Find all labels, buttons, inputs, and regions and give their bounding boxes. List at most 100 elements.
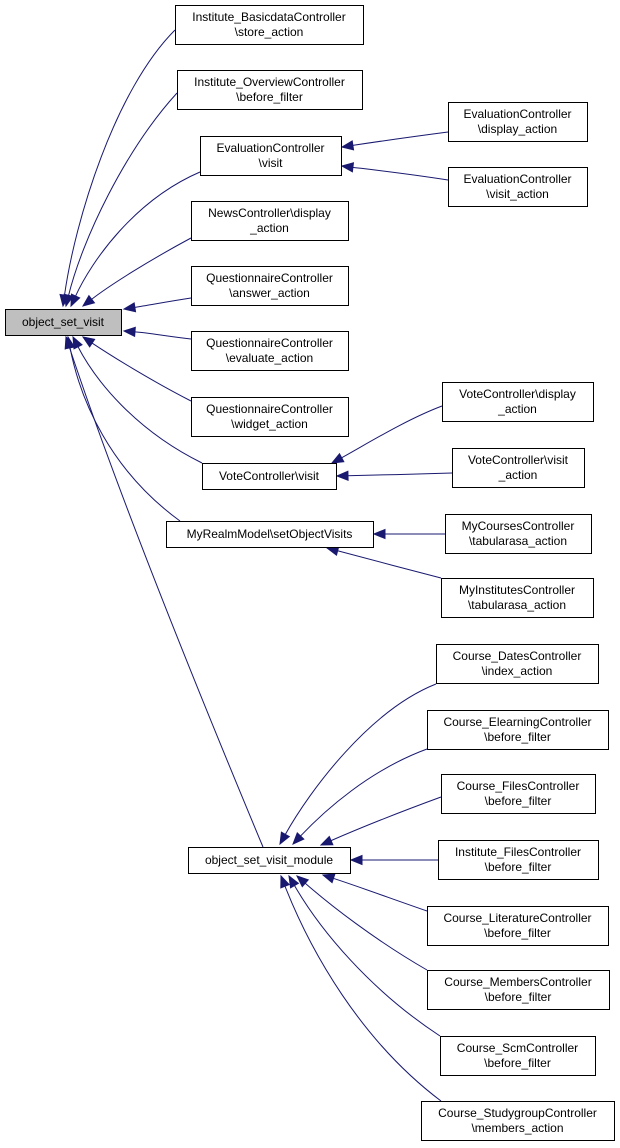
edge-arrowhead — [349, 854, 363, 866]
node-box — [436, 644, 599, 684]
edge-line — [284, 683, 437, 836]
node-label-line: QuestionnaireController — [206, 402, 333, 416]
node-label-line: Institute_OverviewController — [194, 75, 345, 89]
edge-line — [332, 877, 428, 912]
node-box — [427, 906, 609, 946]
edge-line — [77, 345, 203, 464]
edge-vote_visit_action-to-vote_visit — [335, 470, 453, 481]
edge-line — [336, 550, 442, 579]
edge-news_display-to-root — [81, 237, 192, 307]
node-label-line: \tabularasa_action — [469, 534, 567, 548]
node-literature_before[interactable]: Course_LiteratureController\before_filte… — [427, 906, 609, 946]
node-label-line: \answer_action — [229, 286, 310, 300]
node-label-line: _action — [498, 468, 538, 482]
node-overview_before[interactable]: Institute_OverviewController\before_filt… — [177, 70, 363, 110]
edges-layer — [59, 29, 453, 1102]
node-box — [191, 397, 349, 437]
edge-arrowhead — [70, 293, 81, 308]
node-news_display[interactable]: NewsController\display_action — [191, 201, 349, 241]
node-label-line: QuestionnaireController — [206, 336, 333, 350]
node-eval_visit[interactable]: EvaluationController\visit — [200, 136, 342, 176]
node-label-line: object_set_visit_module — [205, 853, 333, 867]
edge-line — [67, 92, 178, 297]
edge-arrowhead — [340, 140, 355, 151]
node-label-line: \evaluate_action — [226, 351, 313, 365]
edge-quest_answer-to-root — [122, 297, 192, 313]
node-elearning_before[interactable]: Course_ElearningController\before_filter — [427, 710, 609, 750]
edge-overview_before-to-root — [63, 92, 178, 308]
edge-arrowhead — [372, 528, 386, 540]
node-files_before[interactable]: Course_FilesController\before_filter — [441, 774, 596, 814]
node-label-line: VoteController\display — [459, 387, 576, 401]
node-realm_visits[interactable]: MyRealmModel\setObjectVisits — [166, 521, 374, 548]
node-box — [440, 1036, 596, 1076]
edge-line — [351, 166, 449, 181]
node-label-line: \before_filter — [484, 1056, 551, 1070]
edge-dates_index-to-visit_module — [279, 683, 437, 846]
node-vote_visit[interactable]: VoteController\visit — [202, 463, 337, 490]
node-label-line: EvaluationController — [463, 107, 571, 121]
node-label-line: object_set_visit — [22, 315, 105, 329]
node-box — [452, 448, 585, 488]
edge-eval_display-to-eval_visit — [340, 131, 449, 151]
edge-eval_visit_action-to-eval_visit — [340, 162, 449, 181]
edge-studygroup_members-to-visit_module — [280, 874, 442, 1102]
node-quest_answer[interactable]: QuestionnaireController\answer_action — [191, 266, 349, 306]
node-quest_evaluate[interactable]: QuestionnaireController\evaluate_action — [191, 331, 349, 371]
node-root[interactable]: object_set_visit — [5, 309, 122, 336]
edge-arrowhead — [321, 873, 336, 884]
edge-literature_before-to-visit_module — [321, 873, 428, 912]
node-label-line: Course_DatesController — [453, 649, 582, 663]
edge-arrowhead — [63, 293, 74, 308]
node-label-line: \display_action — [478, 122, 557, 136]
node-studygroup_members[interactable]: Course_StudygroupController\members_acti… — [421, 1101, 615, 1141]
node-box — [5, 309, 122, 336]
node-label-line: Institute_BasicdataController — [192, 10, 345, 24]
node-members_before[interactable]: Course_MembersController\before_filter — [427, 970, 610, 1010]
node-eval_visit_action[interactable]: EvaluationController\visit_action — [448, 167, 588, 207]
node-vote_display[interactable]: VoteController\display_action — [442, 382, 594, 422]
edge-line — [69, 346, 181, 522]
node-box — [442, 382, 594, 422]
node-label-line: Course_ElearningController — [443, 715, 591, 729]
node-instfiles_before[interactable]: Institute_FilesController\before_filter — [438, 840, 599, 880]
node-box — [421, 1101, 615, 1141]
node-label-line: \index_action — [482, 664, 553, 678]
edge-arrowhead — [122, 302, 137, 313]
edge-line — [133, 331, 192, 340]
edge-arrowhead — [279, 831, 291, 846]
edge-line — [304, 882, 428, 971]
edge-line — [293, 884, 441, 1037]
edge-arrowhead — [280, 874, 291, 889]
node-box — [438, 840, 599, 880]
node-eval_display[interactable]: EvaluationController\display_action — [448, 102, 588, 142]
edge-vote_display-to-vote_visit — [330, 405, 443, 464]
nodes-layer: object_set_visit Institute_BasicdataContr… — [5, 5, 615, 1141]
node-dates_index[interactable]: Course_DatesController\index_action — [436, 644, 599, 684]
edge-arrowhead — [296, 875, 310, 888]
node-box — [200, 136, 342, 176]
node-label-line: \before_filter — [485, 794, 552, 808]
node-label-line: \before_filter — [236, 90, 303, 104]
node-basicdata_store[interactable]: Institute_BasicdataController\store_acti… — [175, 5, 364, 45]
node-label-line: \tabularasa_action — [468, 598, 566, 612]
node-quest_widget[interactable]: QuestionnaireController\widget_action — [191, 397, 349, 437]
node-mycourses_tabula[interactable]: MyCoursesController\tabularasa_action — [445, 514, 592, 554]
node-visit_module[interactable]: object_set_visit_module — [188, 847, 351, 874]
edge-files_before-to-visit_module — [319, 796, 442, 846]
node-label-line: Institute_FilesController — [455, 845, 581, 859]
edge-members_before-to-visit_module — [296, 875, 428, 971]
edge-scm_before-to-visit_module — [288, 874, 441, 1037]
node-label-line: \visit — [259, 156, 284, 170]
node-myinst_tabula[interactable]: MyInstitutesController\tabularasa_action — [441, 578, 594, 618]
edge-arrowhead — [72, 335, 83, 350]
node-box — [441, 578, 594, 618]
node-label-line: VoteController\visit — [219, 469, 320, 483]
node-label-line: \members_action — [471, 1121, 563, 1135]
node-box — [202, 463, 337, 490]
edge-line — [68, 346, 264, 848]
node-label-line: _action — [249, 221, 289, 235]
node-vote_visit_action[interactable]: VoteController\visit_action — [452, 448, 585, 488]
node-label-line: QuestionnaireController — [206, 271, 333, 285]
node-scm_before[interactable]: Course_ScmController\before_filter — [440, 1036, 596, 1076]
